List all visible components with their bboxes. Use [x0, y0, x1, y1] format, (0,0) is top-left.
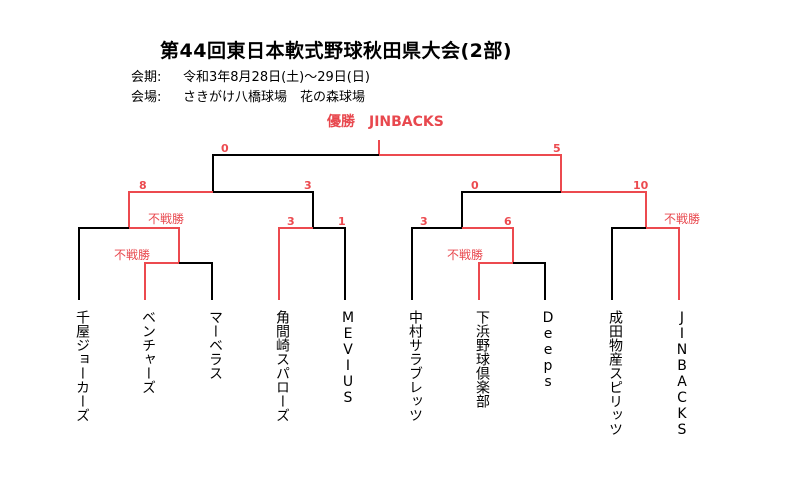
period-row: 会期: 令和3年8月28日(土)～29日(日): [131, 66, 370, 85]
r2-nakamura-line: [411, 227, 462, 300]
r1-deeps-line: [513, 262, 546, 300]
bye-label-shimohama: 不戦勝: [447, 247, 483, 262]
score-r2-mevius: 1: [338, 215, 346, 228]
qf-right-narita-line: [611, 227, 646, 300]
bye-label-jinbacks: 不戦勝: [664, 211, 700, 226]
team-marvelous: マーベラス: [207, 310, 223, 380]
r2-shimohama-winner-line: [462, 227, 514, 263]
bye-label-chiya: 不戦勝: [148, 211, 184, 226]
bye-label-venture: 不戦勝: [114, 247, 150, 262]
period-value: 令和3年8月28日(土)～29日(日): [183, 70, 370, 85]
qf-right-jinbacks-line: [646, 227, 680, 300]
venue-label: 会場:: [131, 90, 162, 105]
champion-banner: 優勝 JINBACKS: [327, 111, 444, 131]
r1-venture-winner-line: [144, 262, 179, 300]
semi-left-loser-line: [213, 191, 314, 228]
score-semi-right-top: 0: [471, 179, 479, 192]
team-chiya-jokers: 千屋ジョーカーズ: [74, 310, 90, 422]
champion-label: 優勝: [327, 114, 355, 130]
venue-value: さきがけ八橋球場 花の森球場: [183, 90, 366, 105]
period-label: 会期:: [131, 70, 162, 85]
team-ventures: ベンチャーズ: [140, 310, 156, 394]
final-winner-line: [378, 140, 562, 192]
semi-right-loser-line: [461, 191, 561, 228]
team-mevius: MEVIUS: [340, 310, 356, 406]
r1-shimohama-bye-line: [478, 262, 513, 300]
score-final-right: 5: [553, 142, 561, 155]
r2-mevius-line: [313, 227, 346, 300]
score-r2-kadomazaki: 3: [287, 215, 295, 228]
score-semi-right-bottom: 10: [633, 179, 649, 192]
team-narita-bussan-spirits: 成田物産スピリッツ: [607, 310, 623, 436]
score-final-left: 0: [221, 142, 229, 155]
team-nakamura-thoroughbreds: 中村サラブレッツ: [407, 310, 423, 422]
score-r2-nakamura: 3: [420, 215, 428, 228]
final-loser-line: [212, 154, 379, 192]
qf-left-bye-line: [129, 227, 180, 263]
team-kadomazaki-sparrows: 角間崎スパローズ: [274, 310, 290, 422]
score-semi-left-top: 8: [139, 179, 147, 192]
r1-marvelous-line: [179, 262, 213, 300]
team-jinbacks: JINBACKS: [674, 310, 690, 438]
champion-team: JINBACKS: [369, 114, 444, 130]
r2-kadomazaki-winner-line: [278, 227, 313, 300]
score-r2-shimohama: 6: [504, 215, 512, 228]
semi-right-winner-line: [561, 191, 647, 228]
page-title: 第44回東日本軟式野球秋田県大会(2部): [160, 40, 513, 62]
qf-left-chiya-line: [78, 227, 129, 300]
team-deeps: Deeps: [540, 310, 556, 390]
semi-left-winner-line: [128, 191, 213, 228]
venue-row: 会場: さきがけ八橋球場 花の森球場: [131, 86, 365, 105]
team-shimohama-baseball-club: 下浜野球倶楽部: [474, 310, 490, 408]
score-semi-left-bottom: 3: [304, 179, 312, 192]
